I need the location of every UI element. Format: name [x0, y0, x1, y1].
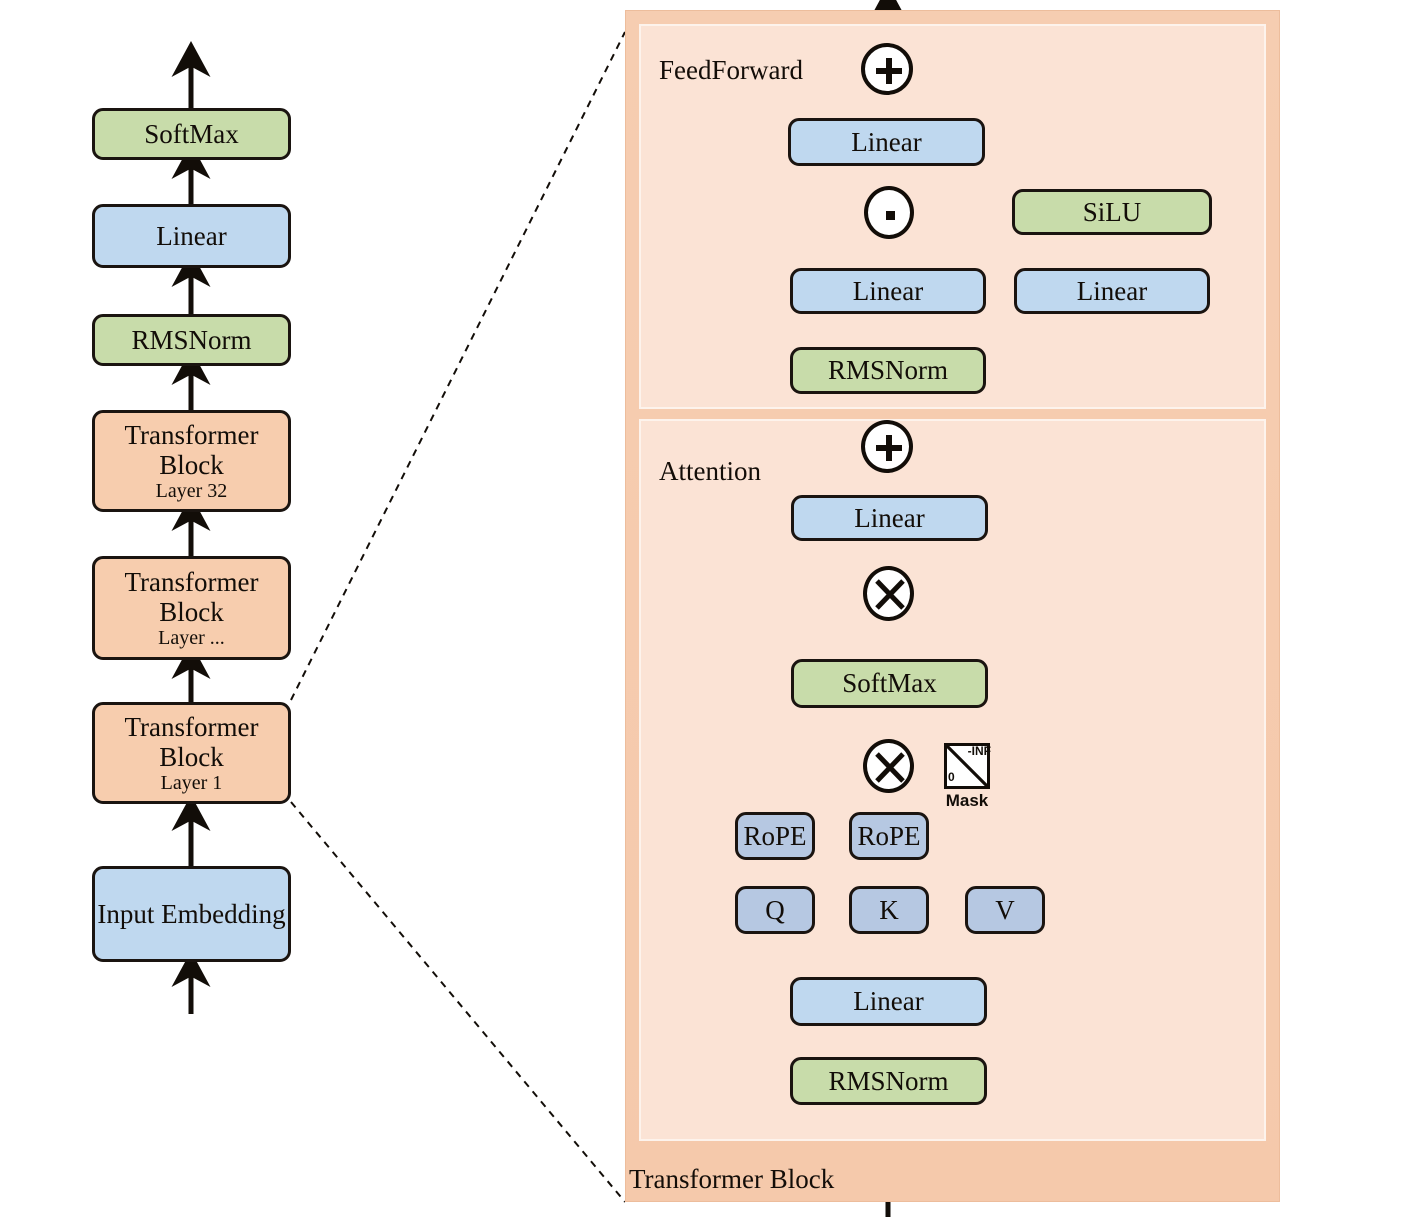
attention-rope-query[interactable]: RoPE [735, 812, 815, 860]
node-label: Transformer Block [124, 711, 259, 772]
attention-softmax[interactable]: SoftMax [791, 659, 988, 708]
node-rmsnorm[interactable]: RMSNorm [92, 314, 291, 366]
node-label: Transformer Block [124, 419, 259, 480]
plus-icon [876, 435, 902, 461]
plus-icon [876, 58, 902, 84]
node-label: SoftMax [144, 118, 239, 149]
feedforward-panel-label: FeedForward [659, 55, 803, 85]
node-label: SiLU [1082, 196, 1142, 227]
node-transformer-block-layer-dots[interactable]: Transformer Block Layer ... [92, 556, 291, 660]
mask-caption: Mask [945, 791, 989, 810]
attention-matmul-values-operator[interactable] [863, 566, 914, 621]
node-label: SoftMax [842, 668, 937, 699]
feedforward-output-linear[interactable]: Linear [788, 118, 985, 166]
node-label: Linear [1076, 275, 1148, 306]
node-label: Linear [851, 126, 922, 157]
dot-product-icon [886, 211, 895, 220]
node-label: Linear [852, 275, 924, 306]
node-sublabel: Layer 1 [160, 772, 223, 795]
attention-rmsnorm[interactable]: RMSNorm [790, 1057, 987, 1105]
feedforward-up-linear[interactable]: Linear [790, 268, 986, 314]
node-label: RoPE [743, 820, 807, 851]
node-label: Linear [156, 220, 227, 251]
feedforward-elementwise-multiply-operator[interactable] [864, 186, 914, 239]
node-label: V [995, 894, 1015, 925]
node-input-embedding[interactable]: Input Embedding [92, 866, 291, 962]
attention-key[interactable]: K [849, 886, 929, 934]
node-sublabel: Layer ... [158, 627, 225, 650]
node-label: Input Embedding [97, 898, 286, 929]
node-label: K [879, 894, 899, 925]
feedforward-add-operator[interactable] [861, 43, 913, 95]
mask-lower-value: 0 [948, 770, 955, 784]
matmul-cross-icon [875, 752, 905, 783]
mask-diagonal-icon [945, 744, 989, 788]
attention-rope-key[interactable]: RoPE [849, 812, 929, 860]
mask-upper-value: -INF [967, 744, 991, 758]
node-linear[interactable]: Linear [92, 204, 291, 268]
node-label: Linear [853, 986, 924, 1017]
attention-panel-label: Attention [659, 456, 761, 486]
causal-mask[interactable]: -INF 0 Mask [944, 743, 991, 810]
node-transformer-block-layer-1[interactable]: Transformer Block Layer 1 [92, 702, 291, 804]
node-label: RMSNorm [131, 324, 252, 355]
node-label: RoPE [857, 820, 921, 851]
attention-add-operator[interactable] [861, 420, 913, 473]
matmul-cross-icon [875, 579, 905, 610]
node-label: RMSNorm [828, 1065, 949, 1096]
attention-input-linear[interactable]: Linear [790, 977, 987, 1026]
node-label: Linear [854, 502, 925, 533]
node-softmax[interactable]: SoftMax [92, 108, 291, 160]
transformer-block-outer-label: Transformer Block [629, 1164, 835, 1194]
attention-query[interactable]: Q [735, 886, 815, 934]
node-label: Transformer Block [124, 566, 259, 627]
node-transformer-block-layer-32[interactable]: Transformer Block Layer 32 [92, 410, 291, 512]
attention-value[interactable]: V [965, 886, 1045, 934]
node-label: Q [765, 894, 785, 925]
feedforward-silu[interactable]: SiLU [1012, 189, 1212, 235]
attention-matmul-qk-operator[interactable] [863, 739, 914, 793]
node-label: RMSNorm [827, 355, 949, 386]
node-sublabel: Layer 32 [155, 480, 228, 503]
attention-output-linear[interactable]: Linear [791, 495, 988, 541]
feedforward-rmsnorm[interactable]: RMSNorm [790, 347, 986, 394]
feedforward-gate-linear[interactable]: Linear [1014, 268, 1210, 314]
